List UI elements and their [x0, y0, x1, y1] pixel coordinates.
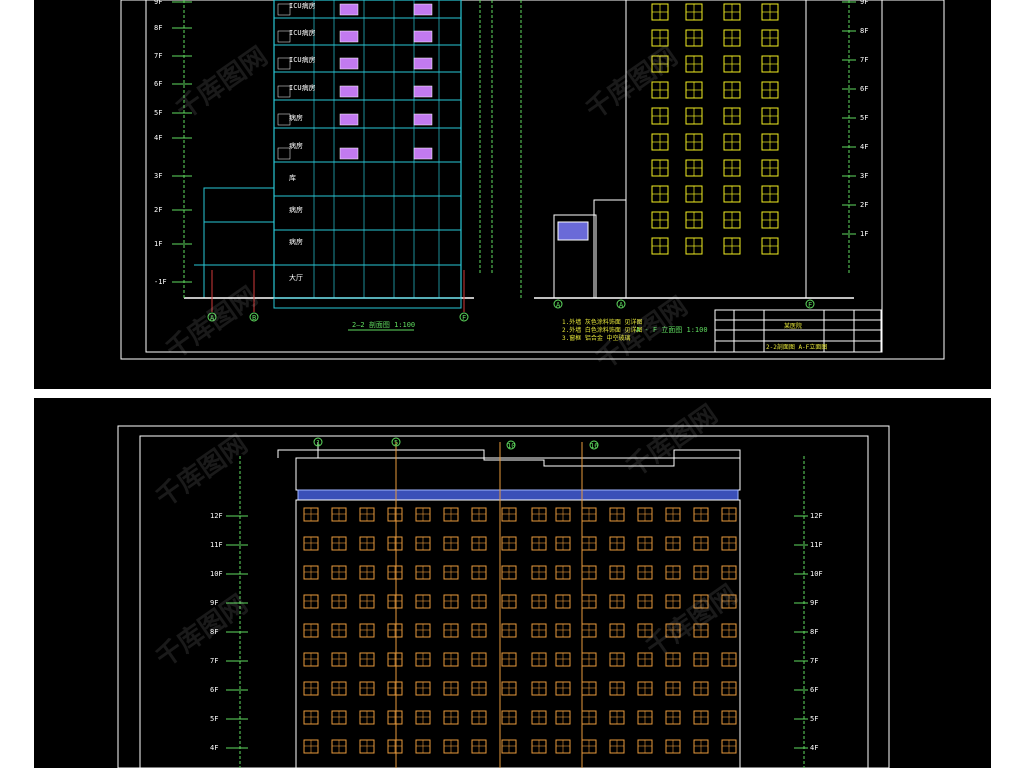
title-block-drawing-name: 2-2剖面图 A-F立面图 — [766, 343, 827, 351]
watermark: 千库图网 — [151, 429, 253, 513]
section-floor-level: 3F — [154, 172, 162, 180]
section-title: 2—2 剖面图 1:100 — [352, 320, 415, 329]
bottom-floor-level-left: 7F — [210, 657, 218, 665]
elevation-floor-level: 2F — [860, 201, 868, 209]
section-floor-level: 5F — [154, 109, 162, 117]
bottom-floor-level-right: 7F — [810, 657, 818, 665]
bottom-floor-level-left: 9F — [210, 599, 218, 607]
drawing-sheet-bottom: 1 5 10 16 12F 11F 10F 9F 8F 7F 6F 5F 4F 12F 11F 10F… — [34, 398, 991, 768]
title-block: 某医院 2-2剖面图 A-F立面图 — [714, 309, 882, 353]
axis-bubble — [207, 312, 217, 322]
elevation-axis-label: F — [808, 301, 812, 309]
drawing-sheet-top: A B F 9F 8F 7F 6F 5F 4F 3F 2F 1F -1F ICU病房 ICU病房 IC… — [34, 0, 991, 389]
section-floor-level: 8F — [154, 24, 162, 32]
axis-bubble — [249, 312, 259, 322]
section-room-label: 病房 — [289, 141, 303, 150]
section-floor-level: 7F — [154, 52, 162, 60]
bottom-axis-label: 16 — [590, 442, 598, 450]
section-floor-level: -1F — [154, 278, 167, 286]
bottom-floor-level-right: 8F — [810, 628, 818, 636]
elevation-floor-level: 1F — [860, 230, 868, 238]
bottom-floor-level-right: 10F — [810, 570, 823, 578]
section-room-label: 病房 — [289, 237, 303, 246]
elevation-floor-level: 5F — [860, 114, 868, 122]
cad-drawing-bottom: 1 5 10 16 12F 11F 10F 9F 8F 7F 6F 5F 4F 12F 11F 10F… — [117, 399, 890, 768]
elevation-floor-level: 4F — [860, 143, 868, 151]
roof-cornice — [297, 489, 739, 501]
bottom-axis-label: 5 — [394, 439, 398, 447]
section-floor-level: 4F — [154, 134, 162, 142]
cad-drawing-top: A B F 9F 8F 7F 6F 5F 4F 3F 2F 1F -1F ICU病房 ICU病房 IC… — [120, 0, 945, 376]
elevation-title: A - F 立面图 1:100 — [636, 325, 708, 334]
elevation-note: 3.窗框 铝合金 中空玻璃 — [562, 334, 630, 342]
elevation-axis-label: A — [619, 301, 624, 309]
section-room-label: 病房 — [289, 205, 303, 214]
outer-frame — [120, 0, 945, 360]
bottom-floor-level-right: 9F — [810, 599, 818, 607]
section-room-label: 病房 — [289, 113, 303, 122]
section-axis-label: B — [252, 314, 256, 322]
bottom-floor-level-right: 5F — [810, 715, 818, 723]
section-floor-level: 2F — [154, 206, 162, 214]
title-block-project: 某医院 — [784, 322, 802, 330]
section-room-label: ICU病房 — [289, 28, 316, 37]
bottom-floor-level-right: 4F — [810, 744, 818, 752]
bottom-axis-label: 10 — [507, 442, 515, 450]
section-room-label: ICU病房 — [289, 1, 316, 10]
bottom-floor-level-right: 11F — [810, 541, 823, 549]
bottom-floor-level-right: 6F — [810, 686, 818, 694]
bottom-floor-level-left: 5F — [210, 715, 218, 723]
elevation-floor-level: 8F — [860, 27, 868, 35]
bottom-floor-level-left: 12F — [210, 512, 223, 520]
elevation-floor-level: 7F — [860, 56, 868, 64]
section-room-label: 大厅 — [289, 273, 303, 282]
section-room-label: ICU病房 — [289, 83, 316, 92]
watermark: 千库图网 — [641, 579, 743, 663]
watermark: 千库图网 — [621, 399, 723, 483]
section-axis-label: A — [210, 314, 215, 322]
bottom-floor-level-left: 10F — [210, 570, 223, 578]
bottom-floor-level-left: 11F — [210, 541, 223, 549]
bottom-floor-level-left: 8F — [210, 628, 218, 636]
section-room-label: 库 — [289, 173, 296, 182]
axis-bubble — [459, 312, 469, 322]
elevation-floor-level: 6F — [860, 85, 868, 93]
elevation-floor-level: 3F — [860, 172, 868, 180]
elevation-note: 1.外墙 灰色涂料饰面 见详图 — [562, 318, 642, 326]
bottom-floor-level-right: 12F — [810, 512, 823, 520]
elevation-axis-label: A — [556, 301, 561, 309]
section-axis-label: F — [462, 314, 466, 322]
bottom-floor-level-left: 6F — [210, 686, 218, 694]
section-floor-level: 6F — [154, 80, 162, 88]
section-drawing: A B F 9F 8F 7F 6F 5F 4F 3F 2F 1F -1F ICU病房 ICU病房 IC… — [154, 0, 493, 331]
section-floor-level: 9F — [154, 0, 162, 6]
section-room-label: ICU病房 — [289, 55, 316, 64]
inner-frame — [145, 0, 883, 353]
elevation-note: 2.外墙 白色涂料饰面 见详图 — [562, 326, 642, 334]
bottom-floor-level-left: 4F — [210, 744, 218, 752]
bottom-axis-label: 1 — [316, 439, 320, 447]
elevation-floor-level: 9F — [860, 0, 868, 6]
section-floor-level: 1F — [154, 240, 162, 248]
elevation-drawing: 9F 8F 7F 6F 5F 4F 3F 2F 1F A A F 1.外墙 灰色涂料饰面 见详图… — [520, 0, 868, 342]
